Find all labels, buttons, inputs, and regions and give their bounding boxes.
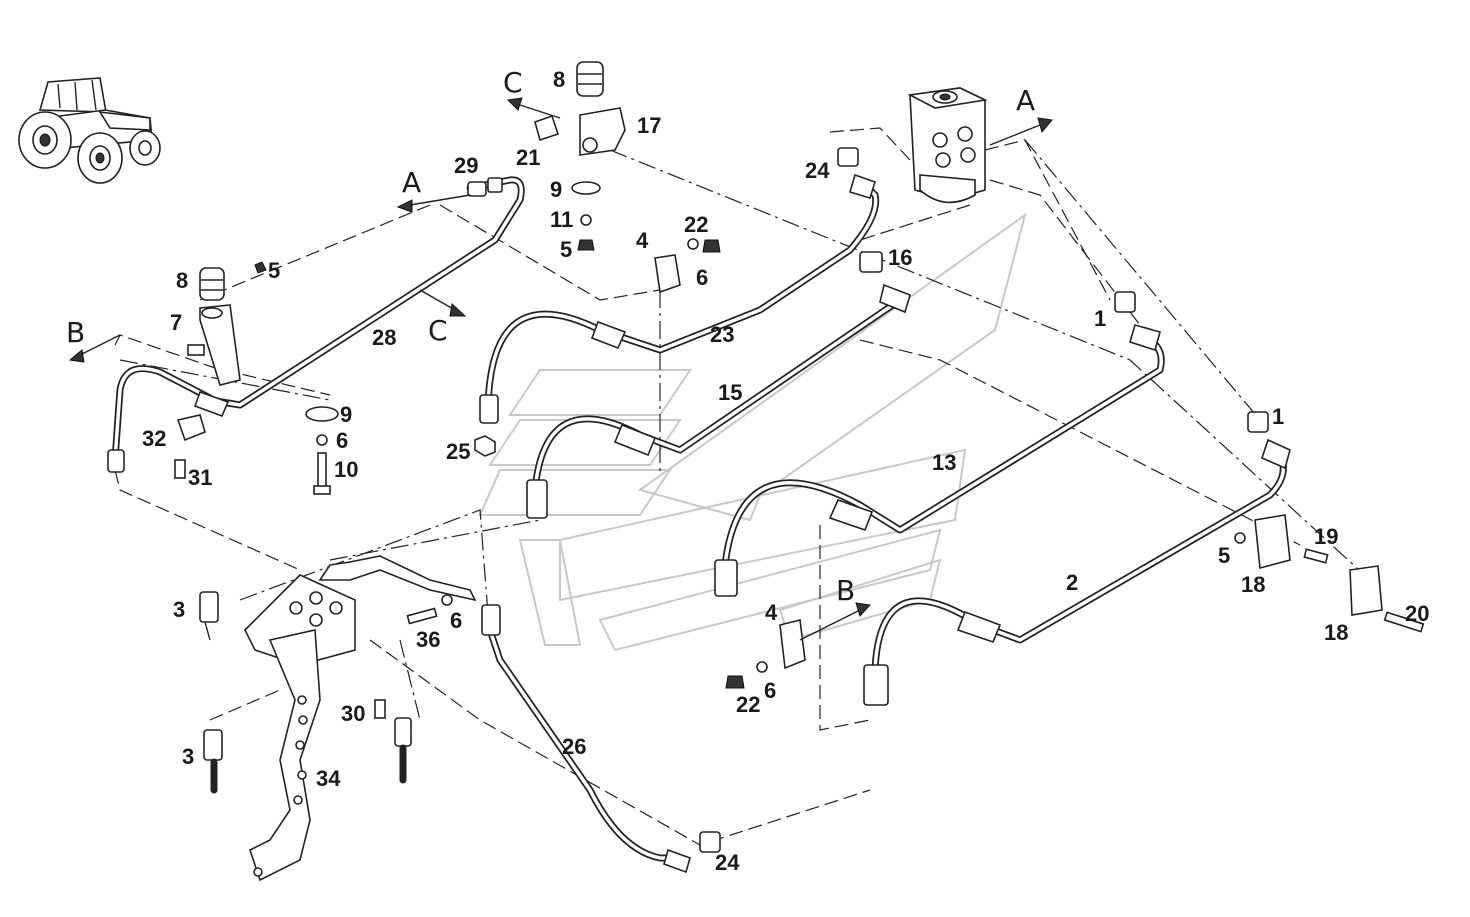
callout: 23 (710, 322, 734, 347)
callout: 18 (1241, 572, 1265, 597)
view-letter: B (836, 574, 855, 607)
callout: 28 (372, 325, 396, 350)
callout: 26 (562, 734, 586, 759)
callout: 17 (637, 113, 661, 138)
callout: 5 (560, 237, 572, 262)
hardware (174, 61, 1425, 882)
callout: 5 (1218, 543, 1230, 568)
callout: 5 (268, 258, 280, 283)
callout: 25 (446, 439, 470, 464)
callout: 3 (173, 597, 185, 622)
callout: 9 (550, 177, 562, 202)
steering-unit-icon (907, 87, 988, 204)
watermark-logo (478, 212, 1027, 652)
callout: 31 (188, 465, 212, 490)
callout: 29 (454, 153, 478, 178)
callout: 3 (182, 744, 194, 769)
view-letters: C A A B C B (66, 66, 1035, 607)
tractor-icon (18, 77, 161, 184)
view-letter: B (66, 316, 85, 349)
callout: 20 (1405, 601, 1429, 626)
callout: 6 (336, 428, 348, 453)
callout: 8 (553, 67, 565, 92)
leader-lines (114, 127, 1371, 846)
callout: 8 (176, 268, 188, 293)
view-arrows (68, 97, 1053, 641)
callout: 18 (1324, 620, 1348, 645)
view-letter: A (402, 166, 421, 199)
callout: 16 (888, 245, 912, 270)
callout: 24 (715, 850, 740, 875)
callout: 6 (764, 678, 776, 703)
callout: 4 (765, 600, 778, 625)
callout: 1 (1272, 404, 1284, 429)
callout: 4 (636, 228, 649, 253)
callout: 9 (340, 402, 352, 427)
callout: 22 (684, 212, 708, 237)
callout: 19 (1314, 524, 1338, 549)
callout: 34 (316, 766, 341, 791)
callout: 11 (550, 207, 573, 232)
fittings (107, 147, 1291, 874)
callout: 6 (450, 608, 462, 633)
callout: 32 (142, 426, 166, 451)
callout: 30 (341, 701, 365, 726)
callout: 6 (696, 265, 708, 290)
callout: 2 (1066, 570, 1078, 595)
callout: 21 (516, 145, 540, 170)
callout: 36 (416, 627, 440, 652)
callout: 24 (805, 158, 830, 183)
callout: 13 (932, 450, 956, 475)
callout: 15 (718, 380, 742, 405)
callouts: 8 17 21 9 11 5 22 4 6 29 24 16 8 5 7 28 … (142, 67, 1429, 875)
view-letter: A (1016, 84, 1035, 117)
callout: 10 (334, 457, 358, 482)
view-letter: C (428, 314, 448, 347)
view-letter: C (503, 66, 523, 99)
callout: 22 (736, 692, 760, 717)
callout: 1 (1094, 306, 1106, 331)
callout: 7 (170, 310, 182, 335)
